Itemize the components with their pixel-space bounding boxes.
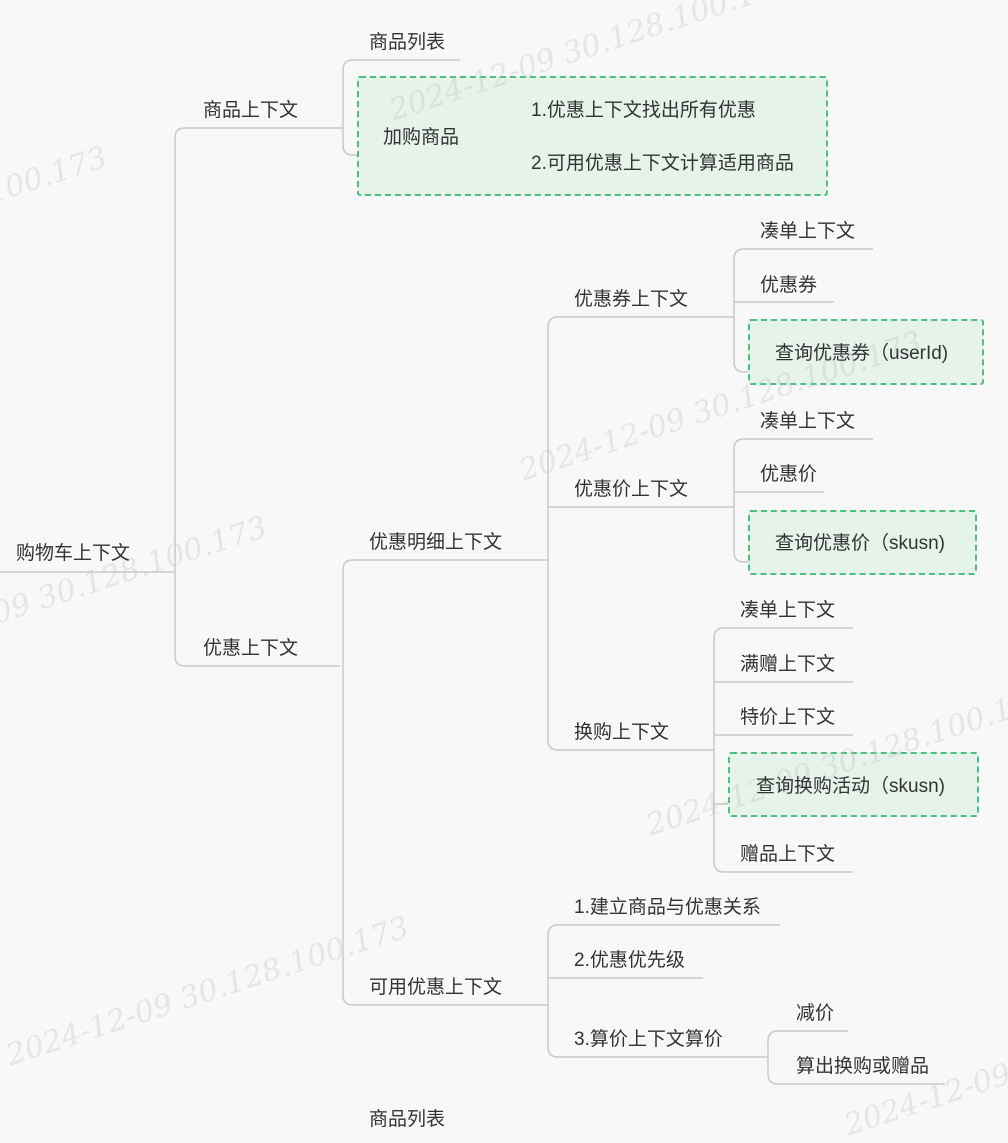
bottom-partial-node[interactable]: 商品列表	[369, 1109, 446, 1130]
available-step-2[interactable]: 2.优惠优先级	[574, 950, 685, 971]
goods-list-node[interactable]: 商品列表	[369, 32, 446, 53]
promo-detail-node[interactable]: 优惠明细上下文	[369, 532, 503, 553]
price-child-1[interactable]: 凑单上下文	[760, 411, 856, 432]
add-goods-step-2[interactable]: 2.可用优惠上下文计算适用商品	[531, 153, 794, 174]
goods-context-node[interactable]: 商品上下文	[203, 100, 299, 121]
promo-context-node[interactable]: 优惠上下文	[203, 638, 299, 659]
swap-child-2[interactable]: 满赠上下文	[740, 654, 836, 675]
gift-context-node[interactable]: 赠品上下文	[740, 844, 836, 865]
add-goods-step-1[interactable]: 1.优惠上下文找出所有优惠	[531, 100, 756, 121]
swap-context-node[interactable]: 换购上下文	[574, 722, 670, 743]
price-child-2[interactable]: 优惠价	[760, 464, 818, 485]
add-goods-node[interactable]: 加购商品	[383, 127, 460, 148]
swap-child-1[interactable]: 凑单上下文	[740, 600, 836, 621]
root-node[interactable]: 购物车上下文	[16, 543, 131, 564]
query-swap-node[interactable]: 查询换购活动（skusn)	[756, 776, 945, 797]
available-step-1[interactable]: 1.建立商品与优惠关系	[574, 897, 761, 918]
highlight-query-swap	[728, 752, 979, 817]
query-price-node[interactable]: 查询优惠价（skusn)	[775, 533, 945, 554]
highlight-add-goods	[357, 76, 828, 196]
coupon-child-1[interactable]: 凑单上下文	[760, 221, 856, 242]
calc-price-node[interactable]: 3.算价上下文算价	[574, 1029, 723, 1050]
highlight-query-price	[748, 510, 977, 575]
coupon-context-node[interactable]: 优惠券上下文	[574, 289, 689, 310]
calc-child-1[interactable]: 减价	[796, 1003, 835, 1024]
price-context-node[interactable]: 优惠价上下文	[574, 479, 689, 500]
calc-child-2[interactable]: 算出换购或赠品	[796, 1056, 930, 1077]
query-coupon-node[interactable]: 查询优惠券（userId)	[775, 343, 949, 364]
coupon-child-2[interactable]: 优惠券	[760, 275, 818, 296]
available-promo-node[interactable]: 可用优惠上下文	[369, 977, 503, 998]
highlight-query-coupon	[748, 319, 984, 385]
swap-child-3[interactable]: 特价上下文	[740, 707, 836, 728]
